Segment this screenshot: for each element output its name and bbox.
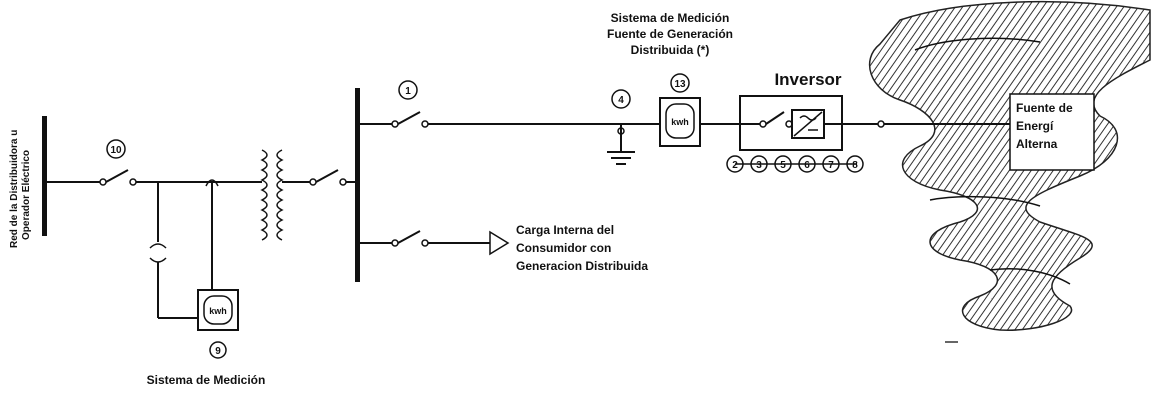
- marker-2: 2: [732, 160, 738, 171]
- switch-10: [105, 169, 129, 183]
- grid-busbar: [42, 116, 47, 236]
- marker-6: 6: [804, 160, 810, 171]
- marker-7: 7: [828, 160, 834, 171]
- marker-3: 3: [756, 160, 762, 171]
- svg-text:1: 1: [405, 86, 411, 97]
- ct-to-meter-9: [205, 179, 219, 290]
- meter-13: 13 kwh: [659, 73, 701, 147]
- svg-text:4: 4: [618, 95, 624, 106]
- internal-load-label-2: Consumidor con: [516, 241, 611, 255]
- internal-load-branch: [360, 230, 510, 256]
- measurement-label-top-3: Distribuida (*): [631, 43, 710, 57]
- measurement-label-top-2: Fuente de Generación: [607, 27, 733, 41]
- meter-9: kwh 9: [197, 289, 239, 359]
- internal-load-label-3: Generacion Distribuida: [516, 259, 648, 273]
- generation-branch-line: [360, 111, 660, 128]
- ground-4: 4: [607, 89, 635, 165]
- marker-5: 5: [780, 160, 786, 171]
- source-label-2: Energí: [1016, 119, 1054, 133]
- measurement-label-top-1: Sistema de Medición: [611, 11, 730, 25]
- marker-10: 10: [106, 139, 126, 159]
- marker-8: 8: [852, 160, 858, 171]
- power-transformer: [260, 149, 356, 241]
- marker-9: 9: [215, 346, 221, 357]
- source-label-3: Alterna: [1016, 137, 1058, 151]
- inverter-label: Inversor: [774, 70, 841, 89]
- grid-label-line2: Operador Eléctrico: [21, 150, 32, 240]
- marker-1: 1: [398, 80, 418, 100]
- main-busbar: [355, 88, 360, 282]
- internal-load-label-1: Carga Interna del: [516, 223, 614, 237]
- load-arrow-icon: [489, 230, 510, 256]
- grid-label-line1: Red de la Distribuidora u: [9, 130, 20, 248]
- main-feeder-line: [47, 169, 262, 186]
- measurement-label-bottom: Sistema de Medición: [147, 373, 266, 387]
- inverter-block: [739, 95, 885, 151]
- inverter-chain-markers: 2 3 5 6 7 8: [726, 155, 864, 173]
- source-label-1: Fuente de: [1016, 101, 1073, 115]
- marker-13: 13: [674, 79, 686, 90]
- current-transformer-branch: [149, 182, 198, 319]
- svg-text:10: 10: [110, 145, 122, 156]
- alternative-energy-source: Fuente de Energí Alterna: [884, 93, 1095, 171]
- meter-13-kwh: kwh: [671, 117, 689, 127]
- meter-9-kwh: kwh: [209, 306, 227, 316]
